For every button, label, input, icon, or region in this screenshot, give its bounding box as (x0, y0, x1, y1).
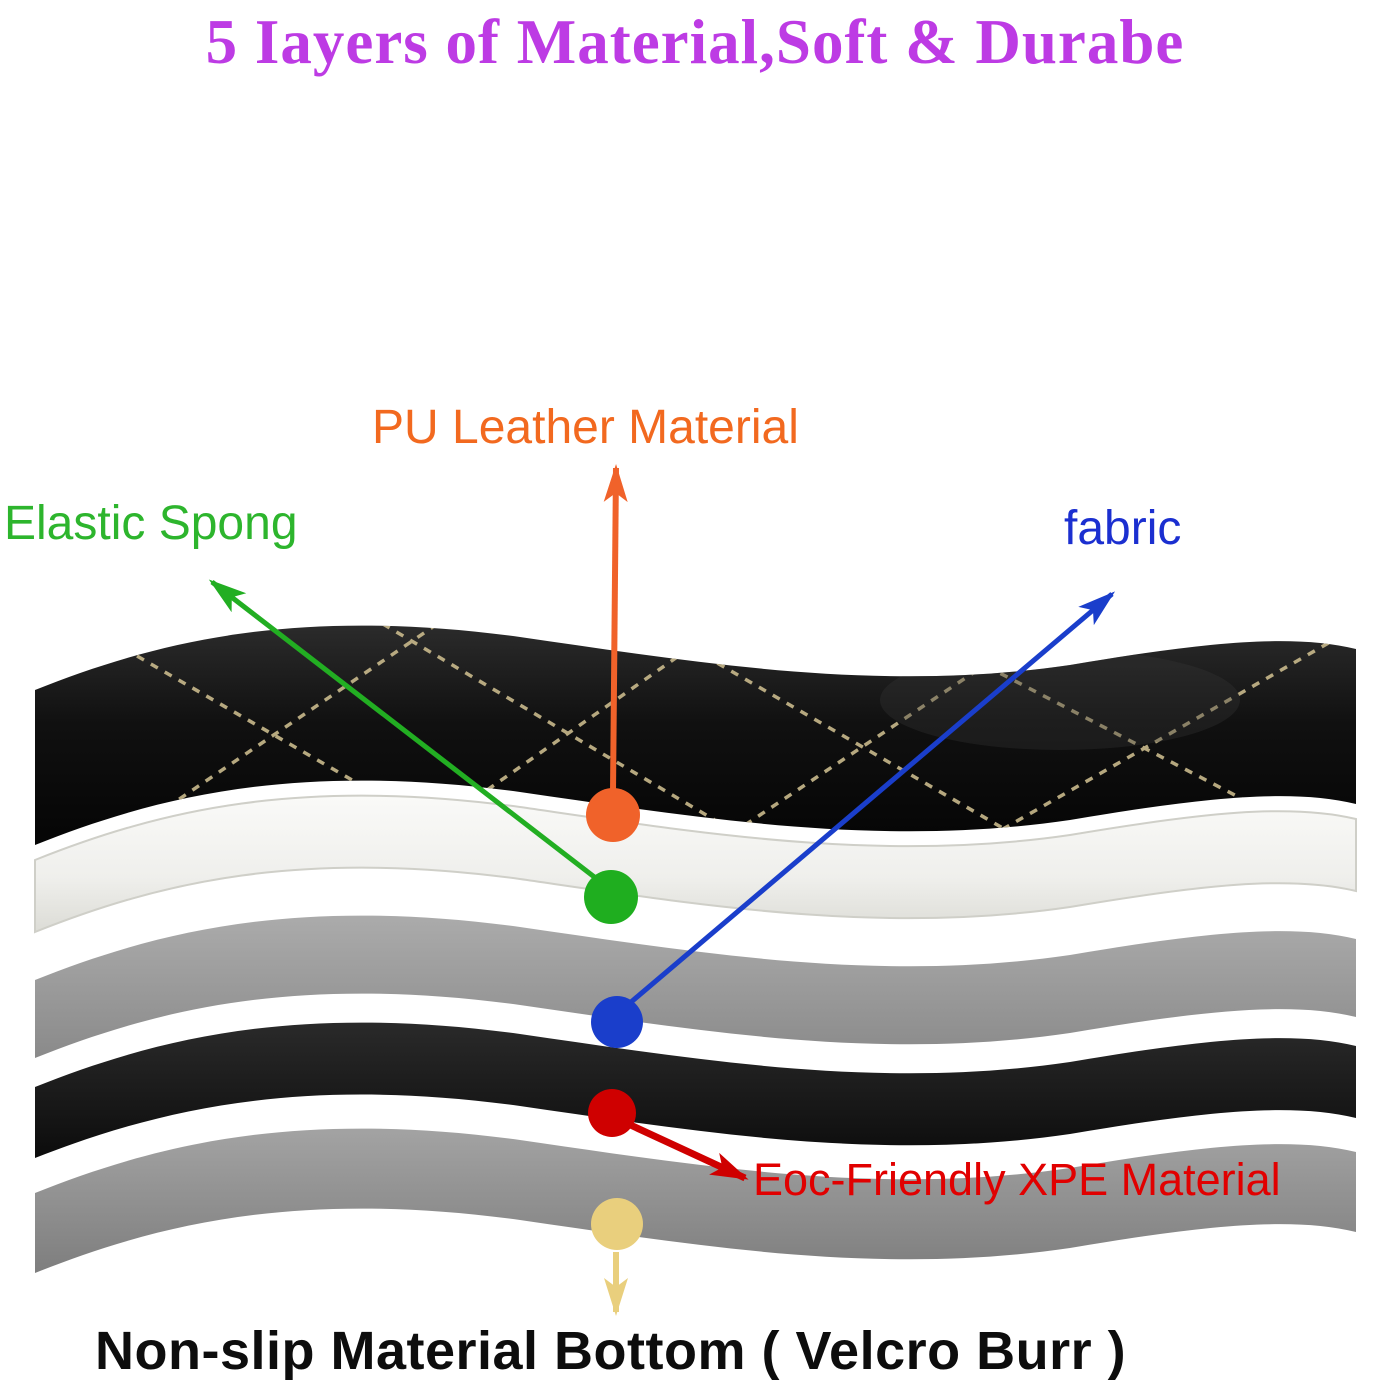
label-pu-leather: PU Leather Material (372, 401, 799, 454)
layer-elastic-sponge (34, 794, 1357, 934)
non-slip-bottom-dot (591, 1198, 643, 1250)
layer-pu-leather (35, 625, 1356, 845)
pu-leather-dot (586, 788, 640, 842)
label-elastic-spong: Elastic Spong (4, 497, 298, 550)
label-non-slip-bottom: Non-slip Material Bottom ( Velcro Burr ) (95, 1321, 1127, 1381)
label-xpe-material: Eoc-Friendly XPE Material (753, 1154, 1281, 1205)
label-fabric: fabric (1064, 502, 1182, 555)
layer-non-slip-bottom (35, 1128, 1356, 1273)
layer-fabric (35, 915, 1356, 1058)
pu-leather-arrow (603, 464, 628, 793)
layer-xpe-material (35, 1022, 1356, 1158)
xpe-dot (588, 1089, 636, 1137)
elastic-spong-arrow (208, 579, 608, 888)
xpe-arrow (622, 1118, 749, 1182)
diagram-title: 5 Iayers of Material,Soft & Durabe (205, 7, 1185, 77)
elastic-spong-dot (584, 870, 638, 924)
fabric-dot (591, 996, 643, 1048)
fabric-arrow (622, 591, 1116, 1010)
